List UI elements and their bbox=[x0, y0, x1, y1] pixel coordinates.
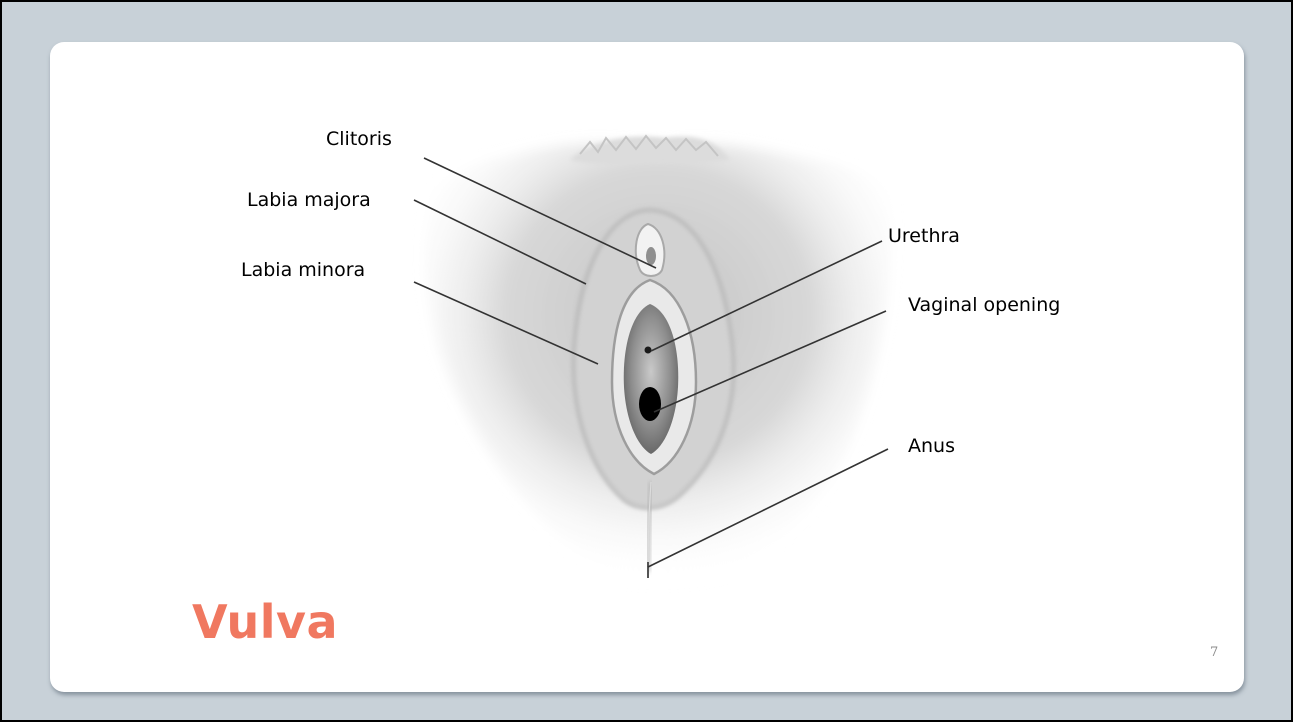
page-number: 7 bbox=[1210, 645, 1218, 660]
label-labia-majora: Labia majora bbox=[247, 189, 371, 211]
label-vaginal-opening: Vaginal opening bbox=[908, 294, 1060, 316]
vaginal-opening bbox=[639, 387, 661, 421]
label-urethra: Urethra bbox=[888, 225, 960, 247]
urethra bbox=[645, 347, 652, 354]
label-clitoris: Clitoris bbox=[326, 128, 392, 150]
slide-title: Vulva bbox=[192, 594, 338, 650]
label-labia-minora: Labia minora bbox=[241, 259, 365, 281]
slide-card: Clitoris Labia majora Labia minora Ureth… bbox=[50, 42, 1244, 692]
label-anus: Anus bbox=[908, 435, 955, 457]
pubic-hair bbox=[570, 136, 730, 164]
